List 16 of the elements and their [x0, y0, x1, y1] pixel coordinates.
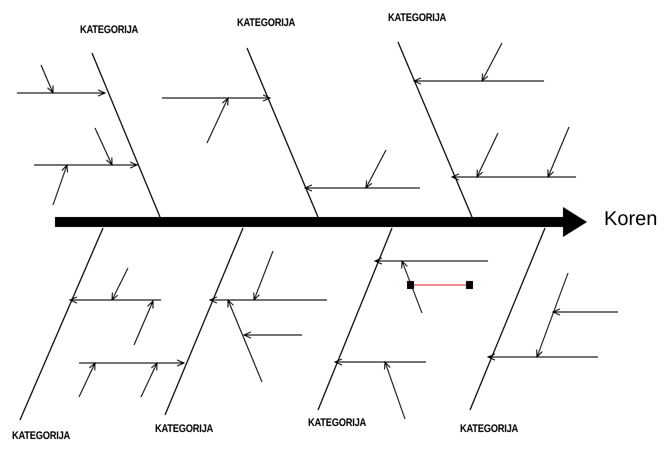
bone-line [469, 228, 546, 410]
bone-line [397, 42, 473, 218]
category-label: KATEGORIJA [155, 423, 214, 435]
category-label: KATEGORIJA [460, 423, 518, 435]
effect-label: Koren [604, 208, 658, 231]
category-label: KATEGORIJA [12, 430, 70, 442]
category-label: KATEGORIJA [80, 24, 138, 36]
bone-line [164, 228, 244, 416]
bone-line [317, 228, 393, 410]
bone-line [19, 228, 104, 420]
category-label: KATEGORIJA [237, 17, 296, 29]
category-label: KATEGORIJA [308, 417, 366, 429]
bone-line [246, 48, 319, 218]
category-label: KATEGORIJA [388, 12, 446, 24]
spine-arrow [55, 207, 587, 237]
bone-line [91, 52, 161, 218]
